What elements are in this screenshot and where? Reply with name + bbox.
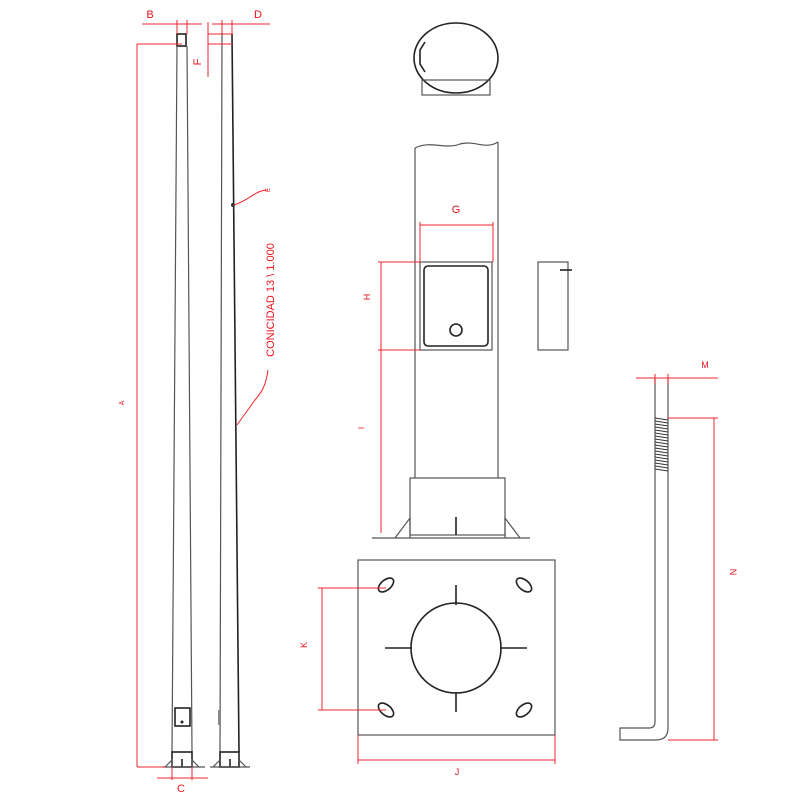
bolt-thread <box>654 450 669 454</box>
dim-label-j: J <box>455 767 460 777</box>
dim-label-c: C <box>177 783 185 795</box>
bolt-thread <box>654 465 669 469</box>
dim-label-h: H <box>362 294 372 301</box>
dim-label-k: K <box>299 642 309 648</box>
base-plate <box>357 559 556 736</box>
dim-label-a: A <box>119 400 126 405</box>
dim-label-n: N <box>728 569 738 576</box>
dim-label-g: G <box>452 204 461 216</box>
door <box>423 265 489 347</box>
bolt-thread <box>654 468 669 472</box>
bolt-thread <box>654 462 669 466</box>
bolt-thread <box>654 429 669 433</box>
anchor-bolt <box>619 378 669 741</box>
bolt-thread <box>654 453 669 457</box>
bolt-thread <box>654 420 669 424</box>
pole-side-view <box>210 33 250 768</box>
pole-base-detail <box>372 141 572 539</box>
dim-label-f: F <box>192 58 204 65</box>
bolt-thread <box>654 417 669 421</box>
bolt-dimensions <box>636 374 718 741</box>
dim-label-e: E <box>266 188 272 192</box>
base-dimensions <box>378 222 494 533</box>
dim-label-i: I <box>357 427 366 429</box>
door-frame <box>419 261 493 351</box>
bolt-thread <box>654 423 669 427</box>
dim-label-b: B <box>146 9 153 21</box>
access-door <box>174 707 191 727</box>
bolt-thread <box>654 435 669 439</box>
bolt-thread <box>654 432 669 436</box>
bolt-thread <box>654 459 669 463</box>
bolt-thread <box>654 426 669 430</box>
pole-dimensions <box>136 20 270 780</box>
door-side-view <box>537 261 569 351</box>
plate-dimensions <box>318 587 556 764</box>
pole-front-view <box>163 33 205 768</box>
taper-label: CONICIDAD 13 \ 1.000 <box>265 243 277 357</box>
bolt-thread <box>654 438 669 442</box>
bolt-thread <box>654 441 669 445</box>
dim-label-m: M <box>701 360 709 370</box>
dim-label-d: D <box>254 9 262 21</box>
pole-top-section <box>413 22 499 96</box>
bolt-thread <box>654 444 669 448</box>
bolt-thread <box>654 456 669 460</box>
bolt-thread <box>654 447 669 451</box>
